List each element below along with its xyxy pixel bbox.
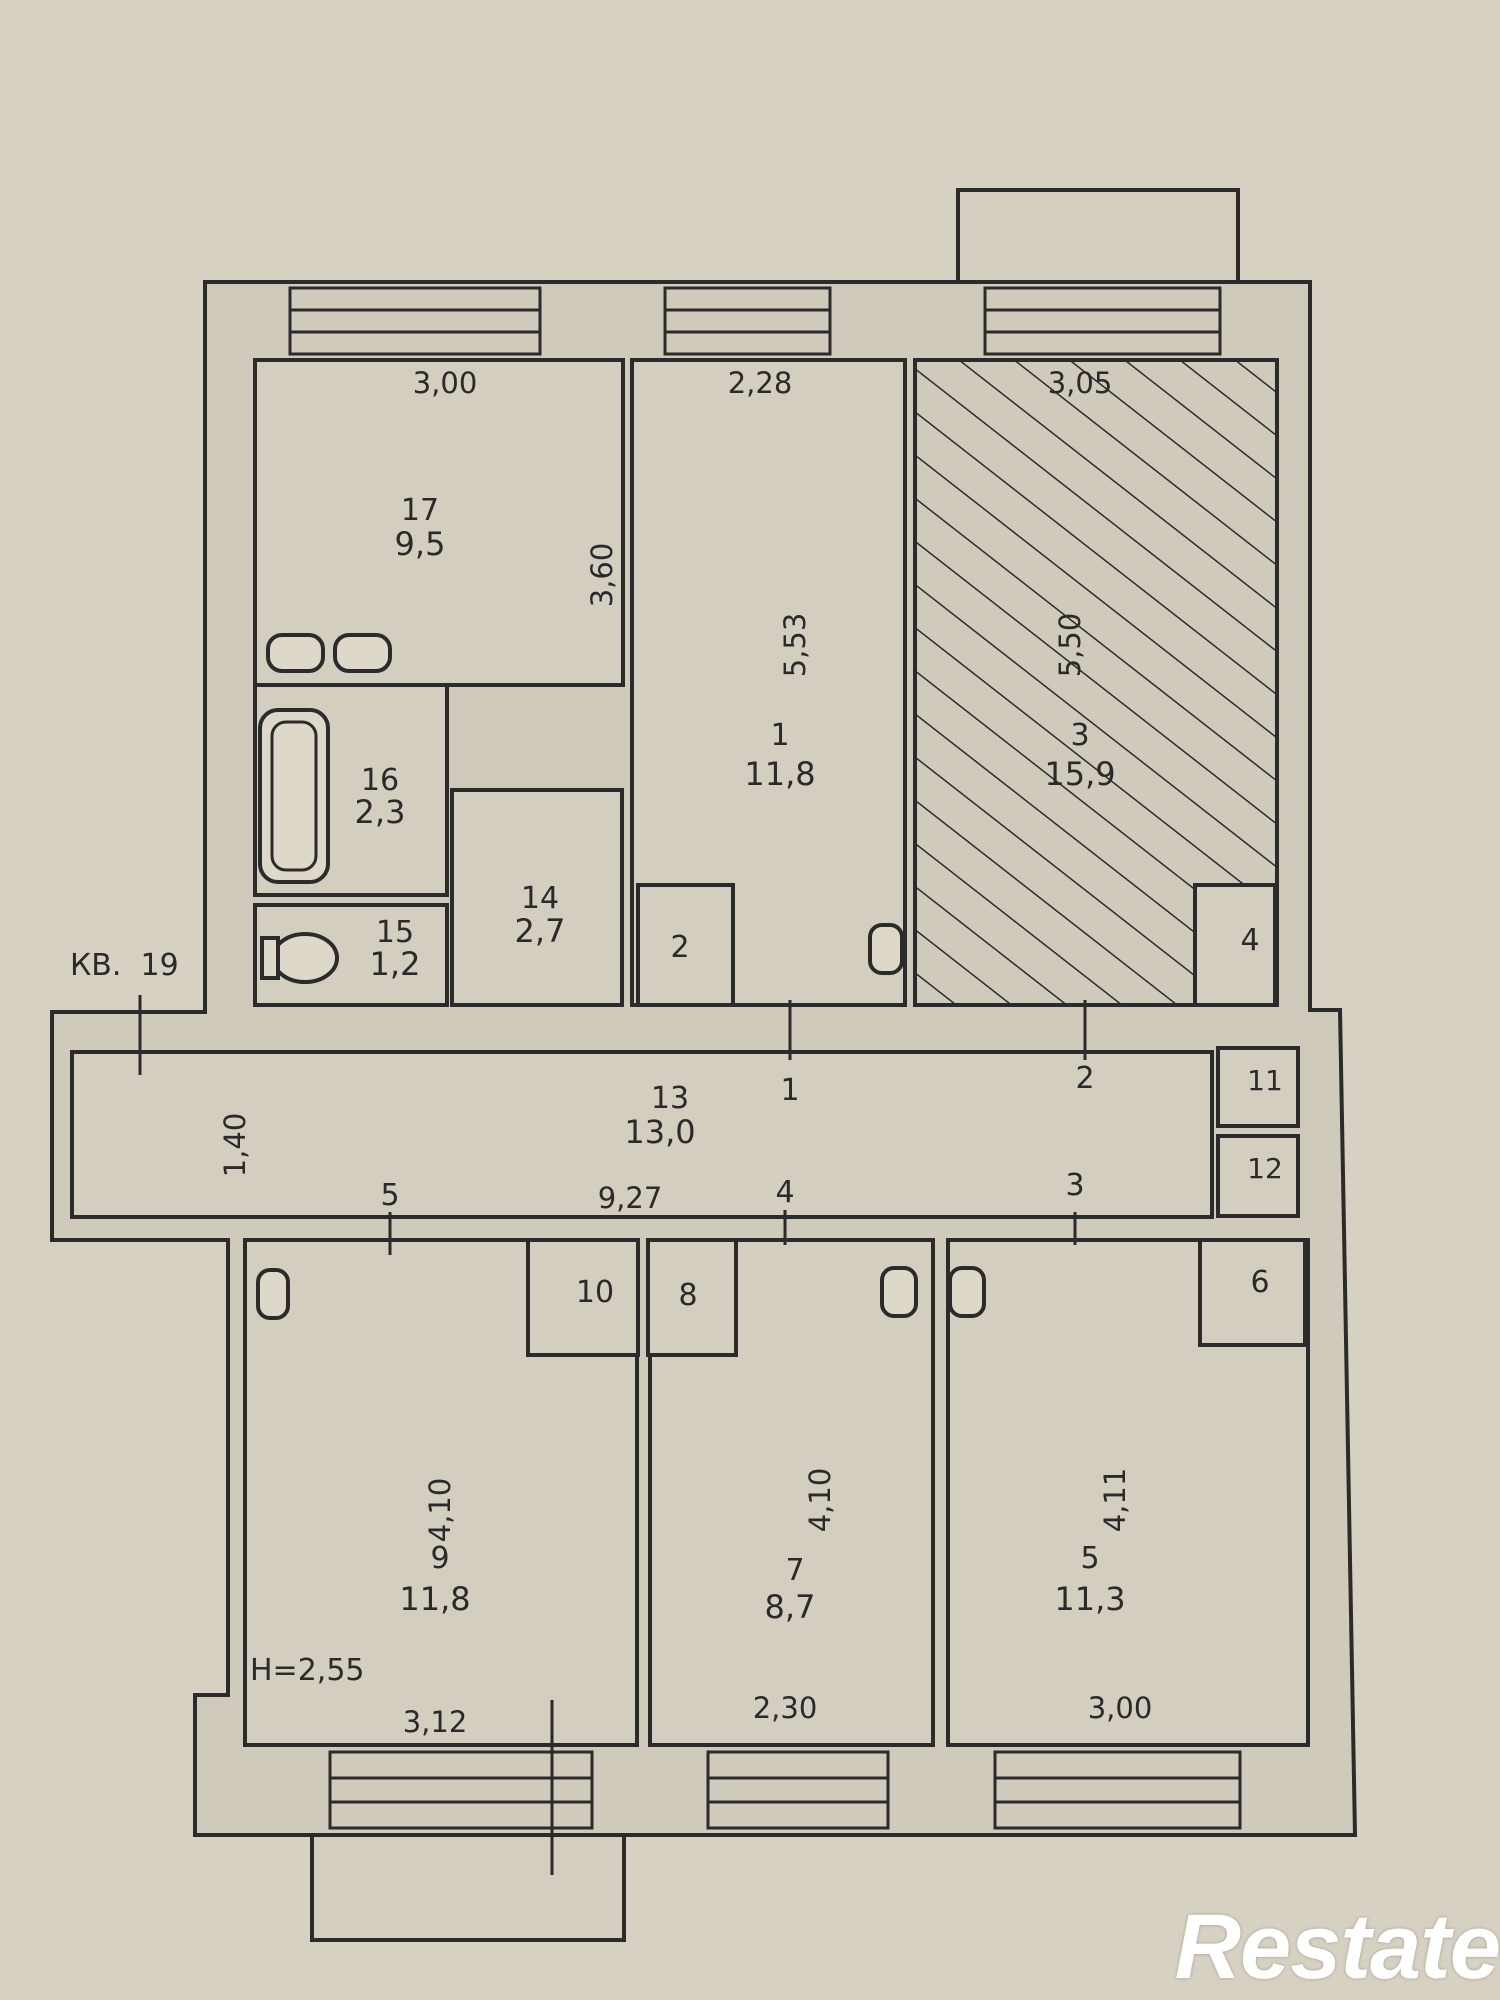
restate-logo: Restate: [1174, 1896, 1500, 1998]
room-17-number: 17: [401, 493, 439, 528]
dim-top-1: 2,28: [728, 366, 793, 400]
room-14-area: 2,7: [515, 912, 566, 950]
dim-h-1: 5,53: [778, 613, 812, 678]
room-3-number: 3: [1070, 718, 1089, 753]
sink-icon: [256, 633, 986, 1320]
room-17: [253, 358, 625, 687]
dim-h-17: 3,60: [585, 543, 619, 608]
closet-8-label: 8: [678, 1278, 697, 1313]
windows: [288, 286, 1242, 1830]
room-labels: 17 9,5 16 2,3 15 1,2 14 2,7 1 11,8 3 15,…: [355, 493, 1283, 1626]
dim-corridor-w: 9,27: [598, 1181, 663, 1215]
ceiling-height-label: H=2,55: [250, 1653, 365, 1688]
dim-bottom-9: 3,12: [403, 1705, 468, 1739]
dim-bottom-5: 3,00: [1088, 1691, 1153, 1725]
apartment-label: КВ. 19: [70, 948, 179, 983]
closet-11: [1216, 1046, 1300, 1128]
closet-4-label: 4: [1240, 923, 1259, 958]
dim-top-17: 3,00: [413, 366, 478, 400]
bathtub-icon: [258, 708, 330, 884]
door-mark-1: 1: [780, 1073, 799, 1108]
room-17-area: 9,5: [395, 525, 446, 563]
room-1-number: 1: [770, 718, 789, 753]
dim-bottom-7: 2,30: [753, 1691, 818, 1725]
closet-4: [1193, 883, 1277, 1007]
dim-top-3: 3,05: [1048, 366, 1113, 400]
balcony-top: [956, 188, 1240, 284]
room-16-area: 2,3: [355, 793, 406, 831]
closet-11-label: 11: [1247, 1064, 1283, 1097]
room-9-number: 9: [430, 1541, 449, 1576]
door-mark-2: 2: [1075, 1061, 1094, 1096]
corridor-13: [70, 1050, 1214, 1219]
room-15-number: 15: [376, 915, 414, 950]
room-13-area: 13,0: [624, 1113, 695, 1151]
room-5-area: 11,3: [1054, 1580, 1125, 1618]
room-3-area: 15,9: [1044, 755, 1115, 793]
dim-h-5: 4,11: [1098, 1468, 1132, 1533]
room-7-number: 7: [785, 1553, 804, 1588]
room-7-area: 8,7: [765, 1588, 816, 1626]
room-9-area: 11,8: [399, 1580, 470, 1618]
dimension-labels: 3,00 2,28 3,05 3,60 5,53 5,50 1,40 9,27 …: [218, 366, 1152, 1739]
room-15-area: 1,2: [370, 945, 421, 983]
room-1-area: 11,8: [744, 755, 815, 793]
room-14-number: 14: [521, 881, 559, 916]
closet-2-label: 2: [670, 930, 689, 965]
door-mark-labels: 1 2 3 4 5: [380, 1061, 1094, 1213]
room-13-number: 13: [651, 1081, 689, 1116]
closet-12-label: 12: [1247, 1152, 1283, 1185]
room-16-number: 16: [361, 763, 399, 798]
toilet-icon: [260, 932, 339, 984]
room-5-number: 5: [1080, 1541, 1099, 1576]
closet-6: [1198, 1238, 1307, 1347]
dim-h-7: 4,10: [803, 1468, 837, 1533]
closet-12: [1216, 1134, 1300, 1218]
closet-8: [646, 1238, 738, 1357]
closet-10-label: 10: [576, 1275, 614, 1310]
closet-10: [526, 1238, 640, 1357]
door-mark-3: 3: [1065, 1168, 1084, 1203]
room-14: [450, 788, 624, 1007]
dim-h-3: 5,50: [1053, 613, 1087, 678]
balcony-bottom: [310, 1818, 626, 1942]
dim-h-9: 4,10: [423, 1478, 457, 1543]
closet-2: [636, 883, 735, 1007]
dim-corridor-h: 1,40: [218, 1113, 252, 1178]
door-mark-4: 4: [775, 1175, 794, 1210]
door-mark-5: 5: [380, 1178, 399, 1213]
door-ticks: [138, 995, 1087, 1875]
closet-6-label: 6: [1250, 1265, 1269, 1300]
